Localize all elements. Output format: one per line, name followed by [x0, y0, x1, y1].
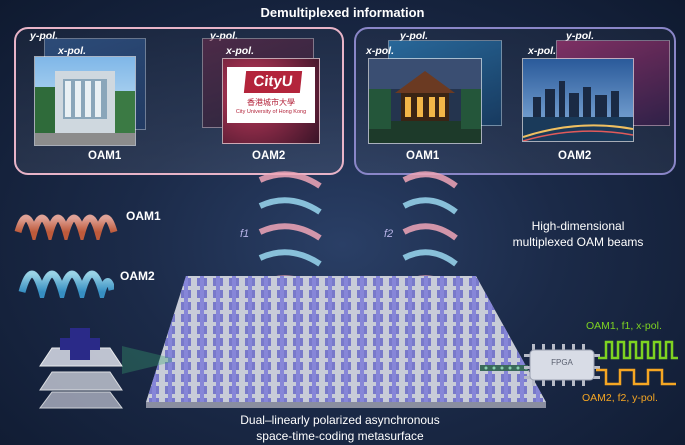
x-pol-label: x-pol.	[528, 45, 556, 57]
oam-label: OAM1	[88, 150, 122, 162]
metasurface-caption-line1: Dual–linearly polarized asynchronous	[240, 413, 440, 427]
photo-x-pol-harbor	[522, 58, 634, 142]
photo-x-pol-pavilion	[368, 58, 482, 144]
photo-x-pol-building	[34, 56, 136, 146]
control-cable	[480, 360, 528, 371]
oam-label: OAM1	[406, 150, 440, 162]
signal-top-label: OAM1, f1, x-pol.	[586, 320, 662, 332]
oam1-wave-icon	[14, 196, 120, 245]
y-pol-label: y-pol.	[400, 30, 428, 42]
cityu-logo: CityU 香港城市大學 City University of Hong Kon…	[227, 67, 315, 123]
oam-label: OAM2	[558, 150, 592, 162]
unit-cell-exploded-view	[30, 318, 130, 412]
logo-chinese: 香港城市大學	[247, 98, 295, 107]
logo-brand: CityU	[243, 71, 303, 93]
beam-caption-line1: High-dimensional	[531, 219, 625, 233]
metasurface	[146, 264, 546, 414]
y-pol-label: y-pol.	[566, 30, 594, 42]
metasurface-caption-line2: space-time-coding metasurface	[256, 429, 424, 443]
frequency-f1-label: f1	[240, 228, 250, 240]
beam-caption: High-dimensional multiplexed OAM beams	[486, 218, 670, 250]
x-pol-label: x-pol.	[226, 45, 254, 57]
legend-oam2-label: OAM2	[120, 269, 155, 283]
beam-caption-line2: multiplexed OAM beams	[512, 235, 644, 249]
legend-oam1-label: OAM1	[126, 209, 161, 223]
zoom-indicator	[122, 340, 172, 380]
photo-x-pol-logo: CityU 香港城市大學 City University of Hong Kon…	[222, 58, 320, 144]
oam2-wave-icon	[18, 252, 116, 306]
metasurface-caption: Dual–linearly polarized asynchronous spa…	[190, 412, 490, 444]
logo-english: City University of Hong Kong	[235, 109, 307, 115]
fpga-label: FPGA	[551, 358, 573, 367]
x-pol-label: x-pol.	[366, 45, 394, 57]
frequency-f2-label: f2	[384, 228, 394, 240]
x-pol-label: x-pol.	[58, 45, 86, 57]
fpga-chip: FPGA	[524, 344, 600, 386]
signal-bottom-waveform	[596, 364, 678, 388]
oam-label: OAM2	[252, 150, 286, 162]
signal-top-waveform	[598, 336, 678, 364]
signal-bottom-label: OAM2, f2, y-pol.	[582, 392, 658, 404]
figure-title: Demultiplexed information	[260, 5, 425, 20]
